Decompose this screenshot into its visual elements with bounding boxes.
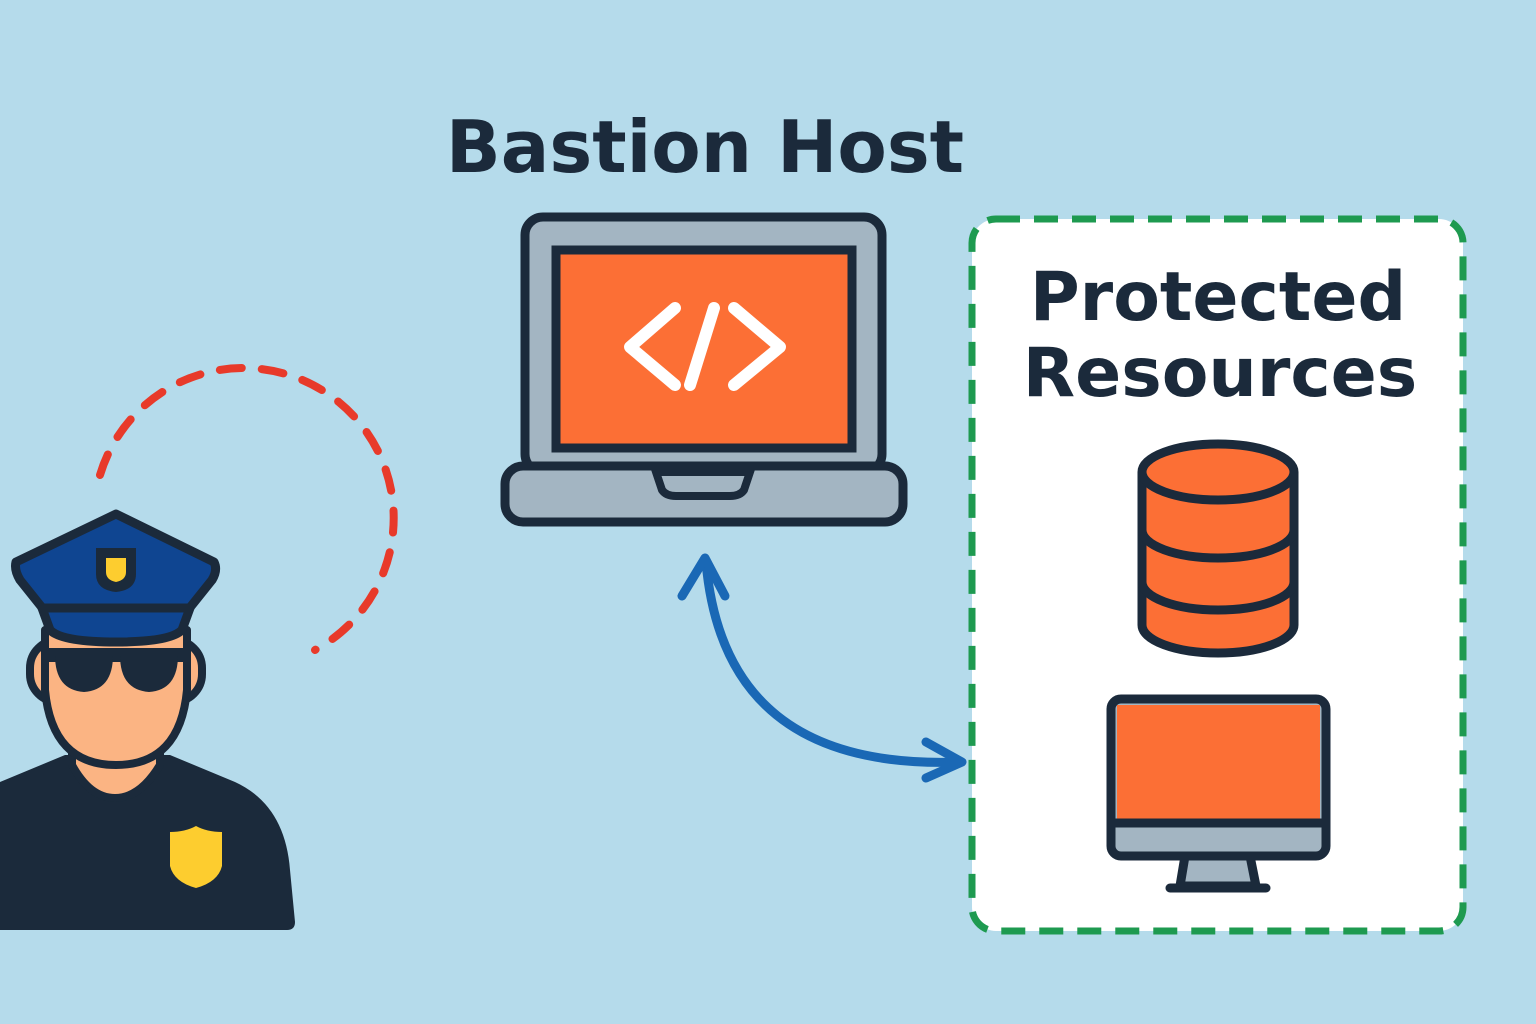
connection-arrow [677,553,967,783]
cap-badge-fill [106,558,126,582]
cap-brim [37,603,195,647]
monitor-icon [1106,694,1331,893]
shirt-badge-icon [170,826,222,888]
code-icon [624,302,786,391]
guard-body [0,755,295,930]
laptop-code-icon [500,212,908,527]
protected-title-line1: Protected [1030,258,1406,337]
arrowhead-up-icon [677,553,730,601]
bastion-host-title: Bastion Host [446,105,964,189]
sunglasses-icon [45,648,187,692]
security-guard-icon [0,509,295,930]
arrowhead-right-icon [921,737,967,783]
database-icon [1137,439,1299,658]
laptop-notch [650,468,756,500]
blocked-access-arc [96,364,398,654]
protected-title-line2: Resources [1023,334,1418,413]
